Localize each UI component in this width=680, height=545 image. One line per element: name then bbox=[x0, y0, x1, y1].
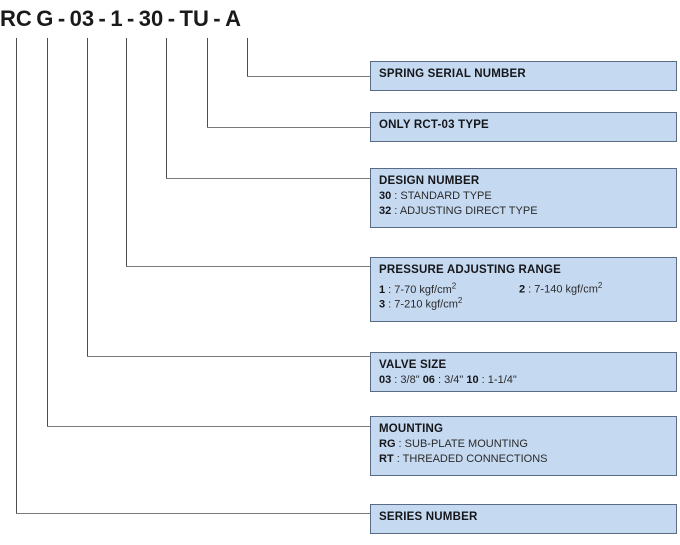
leader-line-series-number-vertical bbox=[16, 38, 17, 513]
pressure-range-entry-1: 1 : 7-70 kgf/cm2 bbox=[379, 281, 457, 296]
callout-title-mounting: MOUNTING bbox=[379, 423, 444, 435]
model-code-header: RC G - 03 - 1 - 30 - TU - A bbox=[0, 6, 340, 36]
callout-series-number: SERIES NUMBER bbox=[370, 504, 677, 534]
callout-title-valve-size: VALVE SIZE bbox=[379, 359, 447, 371]
mounting-row-rg: RG : SUB-PLATE MOUNTING bbox=[379, 437, 676, 452]
code-segment-rc: RC bbox=[0, 6, 32, 31]
mounting-row-rt: RT : THREADED CONNECTIONS bbox=[379, 452, 676, 467]
mounting-code-rt: RT bbox=[379, 453, 394, 465]
callout-title-spring-serial-number: SPRING SERIAL NUMBER bbox=[379, 68, 526, 80]
pressure-range-sup-2: 2 bbox=[597, 281, 603, 290]
callout-title-only-rct-03-type: ONLY RCT-03 TYPE bbox=[379, 119, 489, 131]
leader-line-spring-serial-horizontal bbox=[247, 76, 371, 77]
valve-size-row: 03 : 3/8" 06 : 3/4" 10 : 1-1/4" bbox=[379, 373, 676, 388]
mounting-desc-rt: THREADED CONNECTIONS bbox=[402, 453, 548, 465]
valve-size-sep-10: : bbox=[478, 374, 488, 386]
leader-line-spring-serial-vertical bbox=[247, 38, 248, 76]
valve-size-code-10: 10 bbox=[466, 374, 479, 386]
pressure-range-row-1: 1 : 7-70 kgf/cm2 2 : 7-140 kgf/cm2 bbox=[379, 278, 676, 296]
code-dash-5: - bbox=[213, 6, 221, 31]
code-segment-g: G bbox=[36, 6, 54, 31]
valve-size-desc-10: 1-1/4" bbox=[487, 374, 517, 386]
leader-line-only-rct-vertical bbox=[207, 38, 208, 127]
design-number-desc-30: STANDARD TYPE bbox=[400, 190, 492, 202]
valve-size-sep-06: : bbox=[434, 374, 445, 386]
callout-pressure-adjusting-range: PRESSURE ADJUSTING RANGE 1 : 7-70 kgf/cm… bbox=[370, 257, 677, 322]
pressure-range-desc-2: 7-140 kgf/cm bbox=[534, 283, 598, 296]
code-dash-4: - bbox=[167, 6, 176, 31]
leader-line-mounting-vertical bbox=[47, 38, 48, 426]
leader-line-mounting-horizontal bbox=[47, 426, 371, 427]
pressure-range-sep-3: : bbox=[385, 298, 395, 311]
leader-line-pressure-range-horizontal bbox=[126, 266, 371, 267]
leader-line-pressure-range-vertical bbox=[126, 38, 127, 266]
leader-line-design-number-vertical bbox=[166, 38, 167, 178]
pressure-range-code-3: 3 bbox=[379, 298, 386, 311]
valve-size-sep-03: : bbox=[391, 374, 401, 386]
code-dash-1: - bbox=[57, 6, 66, 31]
callout-only-rct-03-type: ONLY RCT-03 TYPE bbox=[370, 112, 677, 142]
code-segment-1: 1 bbox=[110, 6, 123, 31]
callout-title-design-number: DESIGN NUMBER bbox=[379, 175, 480, 187]
code-segment-a: A bbox=[225, 6, 241, 31]
design-number-row-30: 30 : STANDARD TYPE bbox=[379, 189, 676, 204]
code-segment-30: 30 bbox=[138, 6, 164, 31]
leader-line-only-rct-horizontal bbox=[207, 127, 371, 128]
pressure-range-desc-1: 7-70 kgf/cm bbox=[394, 283, 452, 296]
callout-design-number: DESIGN NUMBER 30 : STANDARD TYPE 32 : AD… bbox=[370, 168, 677, 228]
pressure-range-code-2: 2 bbox=[519, 283, 526, 296]
design-number-row-32: 32 : ADJUSTING DIRECT TYPE bbox=[379, 204, 676, 219]
mounting-desc-rg: SUB-PLATE MOUNTING bbox=[404, 438, 528, 450]
leader-line-valve-size-horizontal bbox=[87, 356, 371, 357]
leader-line-design-number-horizontal bbox=[166, 178, 371, 179]
pressure-range-sep-2: : bbox=[525, 283, 535, 296]
leader-line-series-number-horizontal bbox=[16, 513, 371, 514]
code-segment-tu: TU bbox=[179, 6, 209, 31]
callout-title-series-number: SERIES NUMBER bbox=[379, 511, 478, 523]
callout-spring-serial-number: SPRING SERIAL NUMBER bbox=[370, 61, 677, 91]
design-number-sep-30: : bbox=[391, 190, 401, 202]
callout-title-pressure-adjusting-range: PRESSURE ADJUSTING RANGE bbox=[379, 264, 562, 276]
code-segment-03: 03 bbox=[69, 6, 95, 31]
mounting-sep-rg: : bbox=[395, 438, 405, 450]
code-dash-3: - bbox=[127, 6, 135, 31]
callout-valve-size: VALVE SIZE 03 : 3/8" 06 : 3/4" 10 : 1-1/… bbox=[370, 352, 677, 392]
pressure-range-row-2: 3 : 7-210 kgf/cm2 bbox=[379, 293, 676, 313]
design-number-sep-32: : bbox=[391, 205, 400, 217]
pressure-range-desc-3: 7-210 kgf/cm bbox=[394, 298, 458, 311]
pressure-range-sup-3: 2 bbox=[457, 296, 463, 305]
pressure-range-sep-1: : bbox=[385, 283, 395, 296]
code-dash-2: - bbox=[98, 6, 106, 31]
mounting-sep-rt: : bbox=[393, 453, 403, 465]
design-number-code-30: 30 bbox=[379, 190, 392, 202]
pressure-range-entry-2: 2 : 7-140 kgf/cm2 bbox=[519, 278, 602, 298]
callout-mounting: MOUNTING RG : SUB-PLATE MOUNTING RT : TH… bbox=[370, 416, 677, 476]
mounting-code-rg: RG bbox=[379, 438, 396, 450]
design-number-code-32: 32 bbox=[379, 205, 392, 217]
design-number-desc-32: ADJUSTING DIRECT TYPE bbox=[399, 205, 538, 217]
valve-size-desc-03: 3/8" bbox=[400, 374, 420, 386]
valve-size-code-03: 03 bbox=[379, 374, 392, 386]
leader-line-valve-size-vertical bbox=[87, 38, 88, 356]
pressure-range-code-1: 1 bbox=[379, 283, 386, 296]
valve-size-desc-06: 3/4" bbox=[444, 374, 464, 386]
valve-size-code-06: 06 bbox=[422, 374, 435, 386]
pressure-range-sup-1: 2 bbox=[451, 281, 457, 290]
